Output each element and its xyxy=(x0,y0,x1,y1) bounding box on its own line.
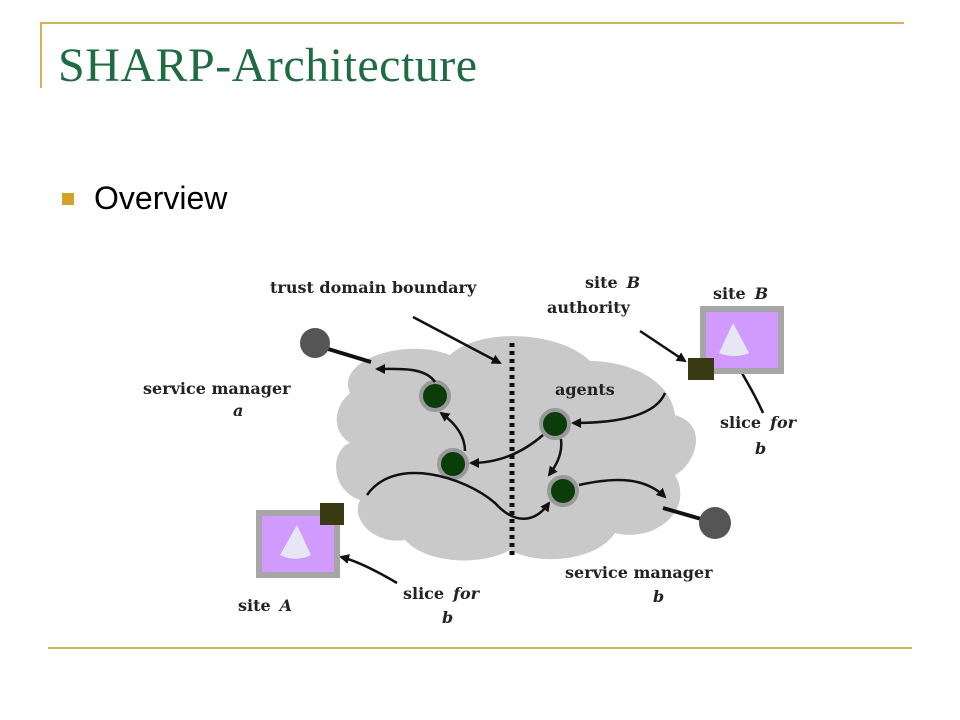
title-rule-horizontal xyxy=(40,22,904,24)
site-b-authority-square xyxy=(688,358,714,380)
slide-title: SHARP-Architecture xyxy=(58,39,478,92)
site-b-authority-line2: authority xyxy=(547,298,631,317)
arrow-authority-to-agent xyxy=(571,392,667,428)
agent-node xyxy=(437,448,469,480)
arrow-agent-to-manager-b xyxy=(578,478,667,499)
bullet-item: Overview xyxy=(62,180,227,217)
site-a-authority-square xyxy=(320,503,344,525)
site-b-label: site B xyxy=(713,284,768,303)
service-manager-b-node xyxy=(699,507,731,539)
agent-node xyxy=(539,408,571,440)
site-b-text: site xyxy=(713,284,746,303)
site-a-text: site xyxy=(238,596,271,615)
trust-boundary-label: trust domain boundary xyxy=(270,278,477,297)
arrow-agent-to-agent xyxy=(375,363,437,383)
arrow-authority-label xyxy=(639,329,687,363)
agent-node xyxy=(547,475,579,507)
arrow-slice-bottom xyxy=(339,554,398,585)
slice-for-text: for xyxy=(452,584,481,603)
site-b-authority-letter: B xyxy=(626,273,641,292)
bullet-marker xyxy=(62,192,74,205)
slice-text: slice xyxy=(720,413,761,432)
agent-node xyxy=(419,380,451,412)
site-b-authority-text: site xyxy=(585,273,618,292)
arrow-agent-to-agent xyxy=(547,438,563,477)
service-manager-a-node xyxy=(300,328,330,358)
service-manager-b-letter: b xyxy=(653,587,664,606)
site-b-slice-shape xyxy=(719,323,749,356)
slice-for-bottom-label: slice for xyxy=(403,584,481,603)
arrow-agent-to-agent xyxy=(469,434,544,468)
service-manager-a-letter: a xyxy=(233,401,243,420)
service-manager-b-label: service manager xyxy=(565,563,713,582)
slice-for-right-label: slice for xyxy=(720,413,798,432)
site-a-label: site A xyxy=(238,596,292,615)
bullet-text: Overview xyxy=(94,180,228,216)
site-a-letter: A xyxy=(278,596,292,615)
site-b-authority-label: site B xyxy=(585,273,640,292)
slice-for-text: for xyxy=(769,413,798,432)
slice-text: slice xyxy=(403,584,444,603)
footer-rule xyxy=(48,647,912,649)
title-rule-vertical xyxy=(40,22,42,88)
arrow-agent-to-agent xyxy=(439,411,467,452)
slice-for-bottom-letter: b xyxy=(442,608,453,627)
site-b-letter: B xyxy=(754,284,769,303)
slice-for-right-letter: b xyxy=(755,439,766,458)
agents-label: agents xyxy=(555,380,615,399)
arrow-boundary-label xyxy=(412,315,502,365)
service-manager-a-label: service manager xyxy=(143,379,291,398)
site-a-slice-shape xyxy=(280,525,311,559)
sharp-architecture-diagram: trust domain boundary site B authority s… xyxy=(143,273,798,627)
arrow-site-a-to-agent xyxy=(365,471,551,520)
